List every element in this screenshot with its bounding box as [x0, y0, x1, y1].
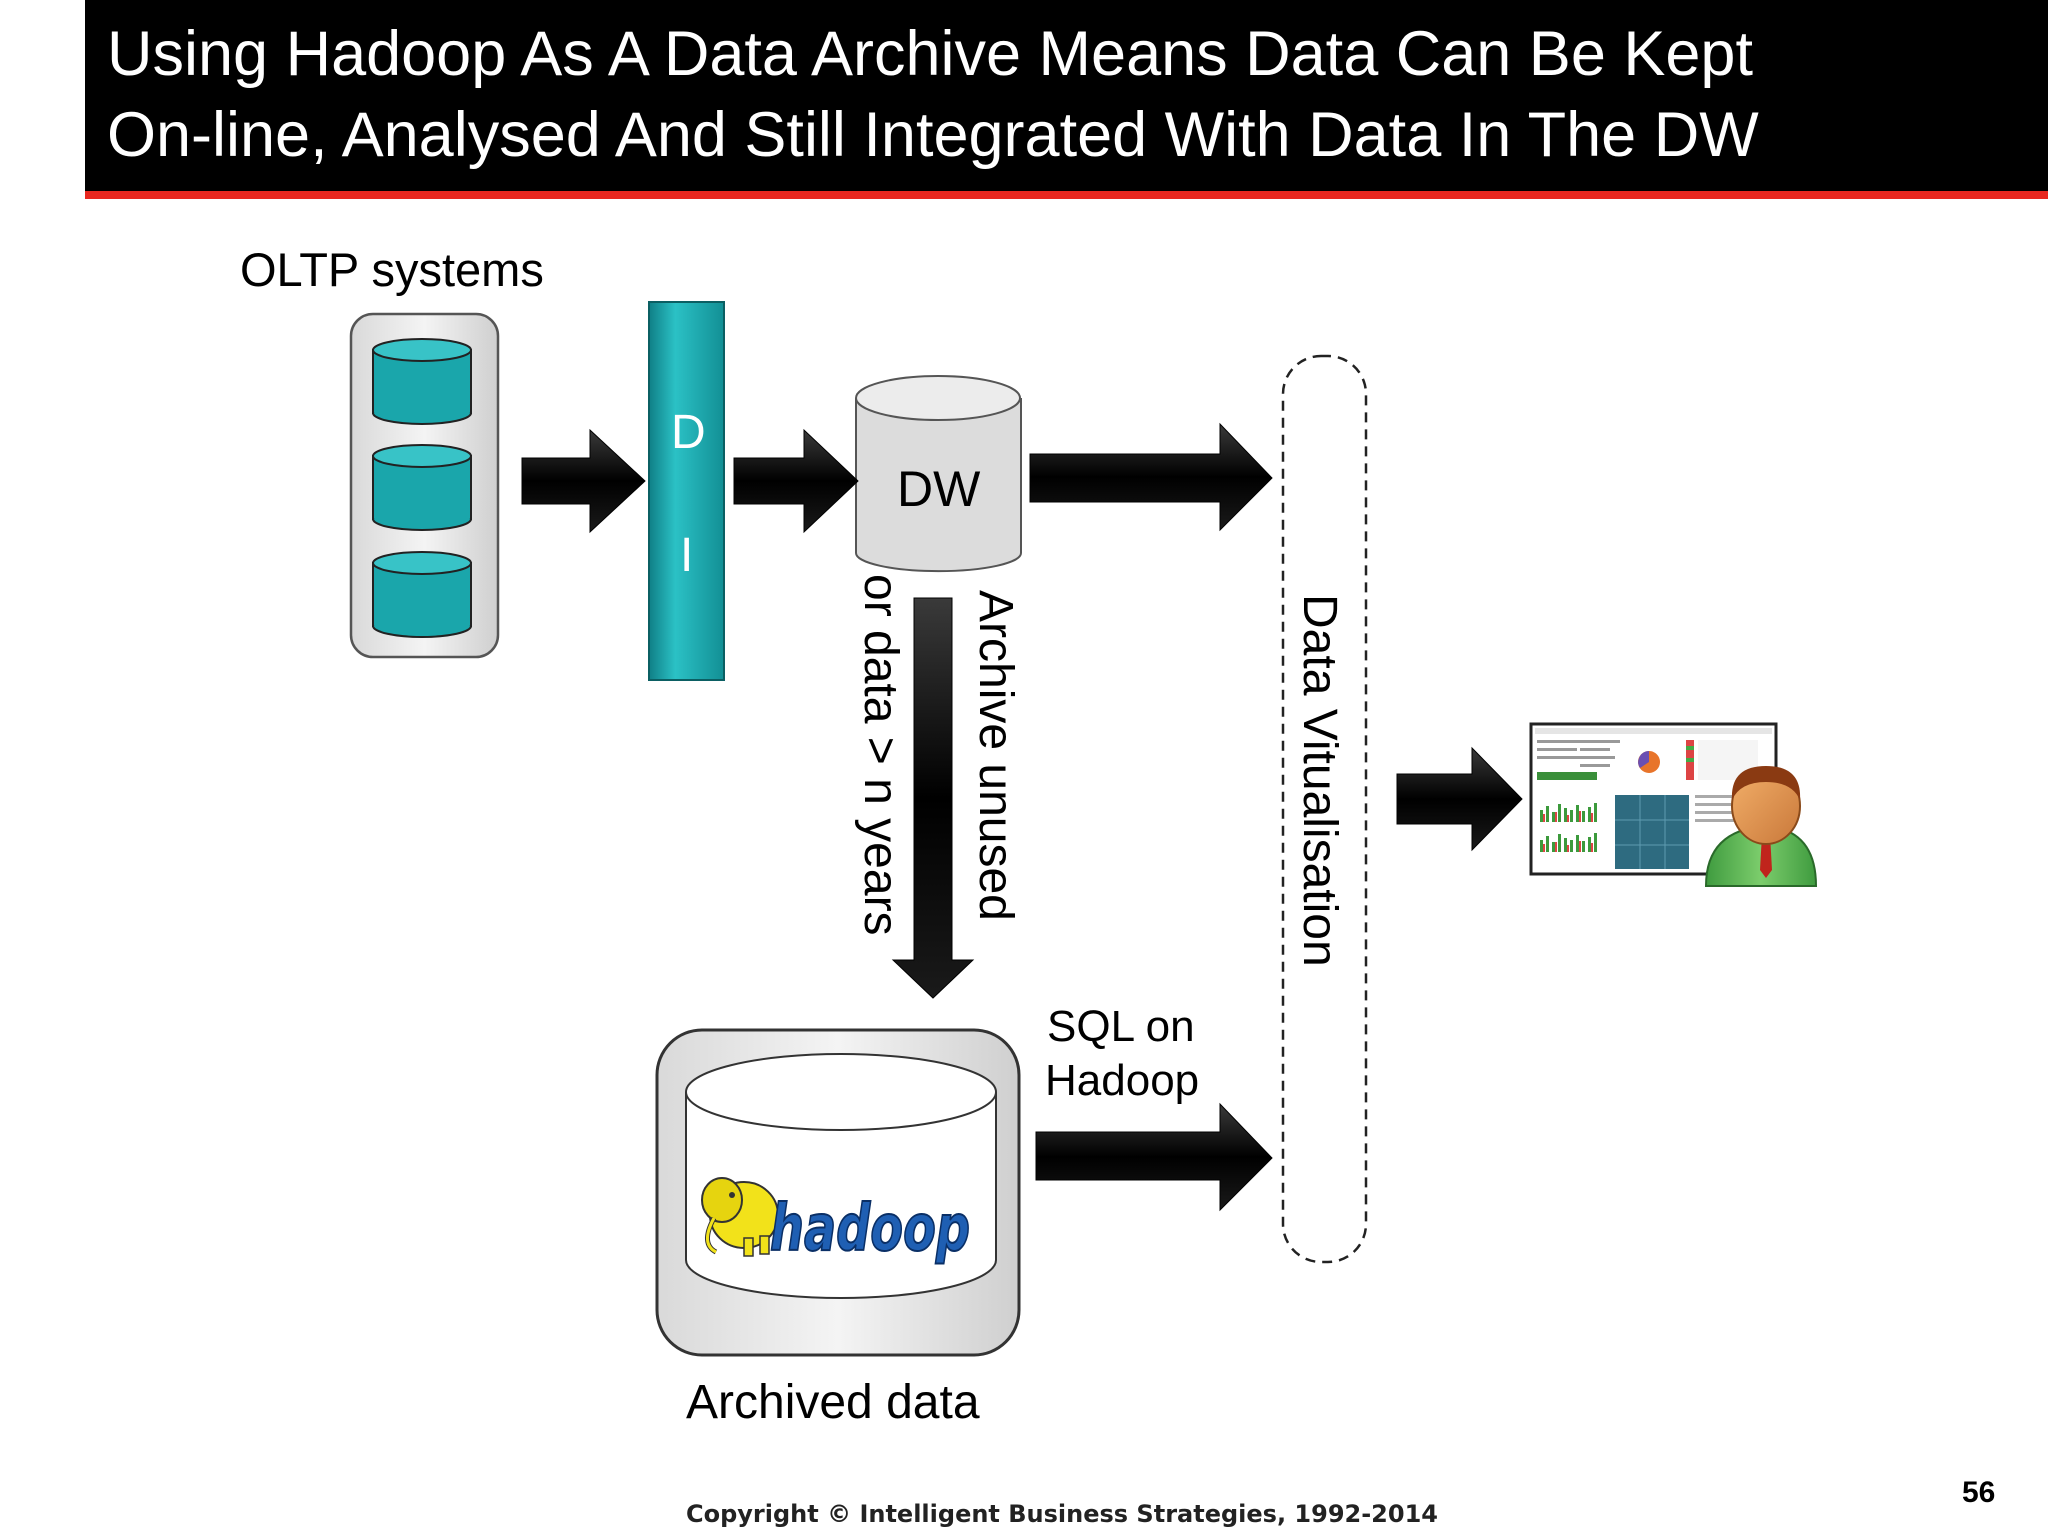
archived-data-label: Archived data: [686, 1376, 980, 1429]
oltp-database-icon: [372, 551, 472, 638]
sql-on-hadoop-label-1: SQL on: [1047, 1002, 1195, 1051]
hadoop-elephant-icon: [701, 1177, 779, 1257]
di-label-bottom: I: [680, 529, 694, 582]
title-underline: [85, 191, 2048, 199]
hadoop-logo-text: hadoop: [770, 1192, 970, 1266]
oltp-systems-label: OLTP systems: [240, 243, 544, 296]
arrow-right-icon: [1029, 422, 1273, 532]
title-bar: Using Hadoop As A Data Archive Means Dat…: [85, 0, 2048, 191]
arrow-down-icon: [891, 597, 975, 999]
arrow-right-icon: [521, 428, 646, 534]
sql-on-hadoop-label-2: Hadoop: [1045, 1056, 1200, 1105]
page-number: 56: [1962, 1476, 1996, 1509]
oltp-database-icon: [372, 338, 472, 425]
dw-label: DW: [897, 461, 981, 517]
data-virtualisation-label: Data Vitualisation: [1293, 594, 1346, 967]
di-label-top: D: [671, 406, 706, 459]
slide-title: Using Hadoop As A Data Archive Means Dat…: [107, 19, 1759, 170]
arrow-right-icon: [1396, 746, 1523, 852]
archive-label-line1: Archive unused: [969, 590, 1022, 921]
data-virtualisation-layer: [1281, 354, 1368, 1264]
copyright-footer: Copyright © Intelligent Business Strateg…: [686, 1500, 1438, 1528]
business-user-icon: [1704, 766, 1818, 887]
arrow-right-icon: [733, 428, 859, 534]
archive-label-line2: or data > n years: [854, 574, 907, 936]
data-integration-bar: [648, 301, 725, 681]
dw-database-icon: [855, 375, 1022, 573]
arrow-right-icon: [1035, 1102, 1273, 1212]
oltp-systems-panel: [349, 312, 500, 659]
oltp-database-icon: [372, 444, 472, 531]
